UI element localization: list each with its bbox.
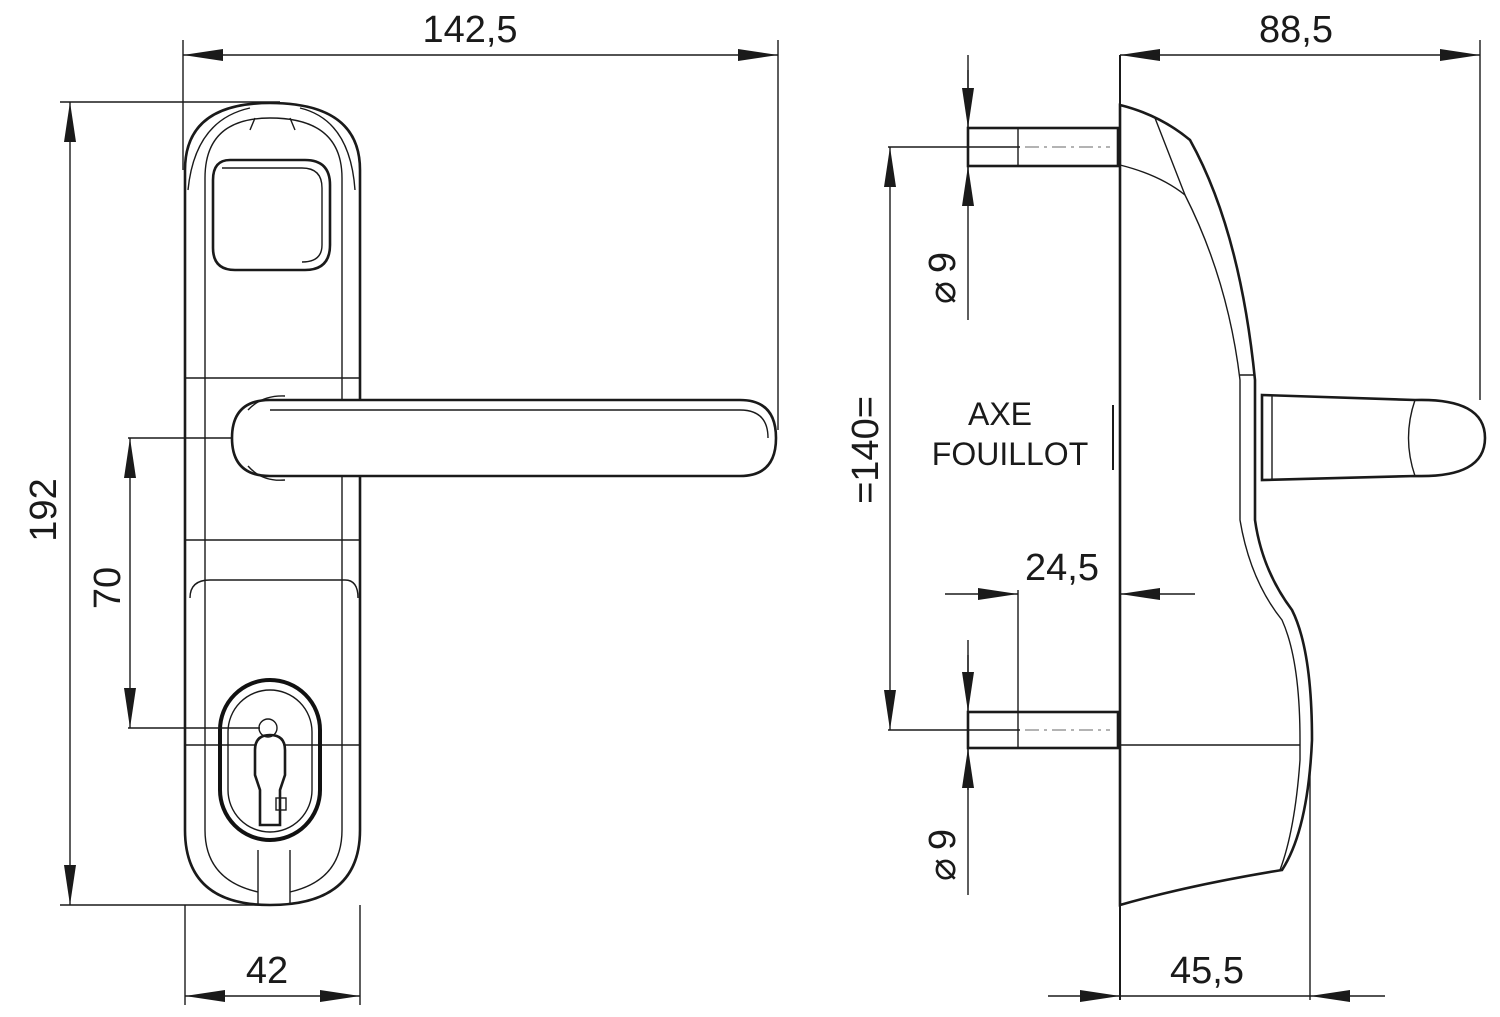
dim-projection: 88,5 <box>1259 9 1333 51</box>
front-view <box>183 101 778 907</box>
side-plate-profile <box>1118 103 1314 907</box>
dim-plate-width: 42 <box>246 950 288 992</box>
dim-overall-width: 142,5 <box>422 9 517 51</box>
dim-axis-to-cylinder: 70 <box>87 567 129 609</box>
axis-label-line2: FOUILLOT <box>932 436 1088 472</box>
dim-screw-spacing: =140= <box>845 396 887 504</box>
dim-screw-diameter-bottom: ⌀9 <box>922 829 964 881</box>
front-dimensions: 142,5 192 70 42 <box>23 9 779 1005</box>
lock-button <box>211 158 332 272</box>
dim-screw-diameter-top: ⌀9 <box>922 252 964 304</box>
cylinder-keyhole <box>253 733 287 827</box>
dim-overall-height: 192 <box>23 478 65 541</box>
axis-label-line1: AXE <box>968 396 1032 432</box>
side-lever <box>1260 393 1487 482</box>
lever-handle <box>230 398 778 478</box>
dim-plate-depth: 45,5 <box>1170 950 1244 992</box>
dim-screw-offset: 24,5 <box>1025 547 1099 589</box>
cylinder-escutcheon <box>218 678 322 842</box>
side-view <box>966 55 1487 1000</box>
side-dimensions: 88,5 ⌀9 =140= AXE FOUILLOT 24,5 ⌀9 45,5 <box>845 9 1481 1002</box>
